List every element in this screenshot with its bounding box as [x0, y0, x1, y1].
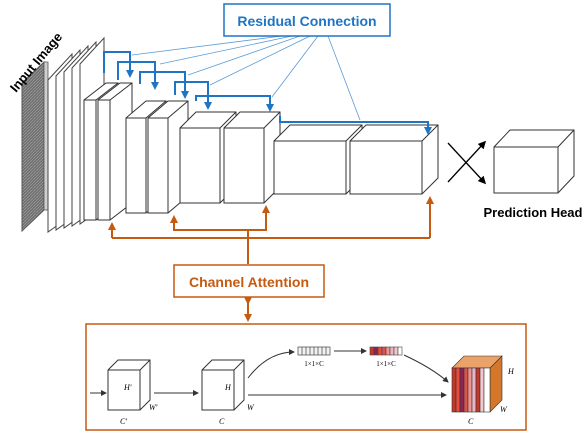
cross-arrows: [447, 140, 487, 185]
vector1-label: 1×1×C: [304, 360, 324, 368]
cube1-c-label: C': [120, 417, 127, 426]
output-c-label: C: [468, 417, 474, 426]
prediction-head-label: Prediction Head: [484, 205, 583, 220]
residual-connection-box: Residual Connection: [223, 3, 391, 37]
cube2-h-label: H: [224, 383, 232, 392]
channel-attention-label: Channel Attention: [189, 274, 309, 290]
cube1-w-label: W': [149, 403, 158, 412]
feature-cube-2: [201, 359, 245, 411]
residual-connection-label: Residual Connection: [237, 13, 376, 29]
cube2-c-label: C: [219, 417, 225, 426]
reweighted-output-cube: [451, 355, 503, 413]
attention-weights-vector: [369, 346, 403, 356]
output-h-label: H: [507, 367, 515, 376]
output-w-label: W: [500, 405, 508, 414]
cube2-w-label: W: [247, 403, 255, 412]
conv-block-4a: [273, 124, 363, 195]
vector2-label: 1×1×C: [376, 360, 396, 368]
pooled-vector: [297, 346, 331, 356]
residual-callout-lines: [131, 35, 361, 121]
cube1-h-label: H': [123, 383, 132, 392]
conv-block-4b: [349, 124, 439, 195]
channel-attention-arrows: [108, 196, 434, 322]
prediction-head-block: [493, 129, 575, 194]
conv-block-3b: [223, 111, 281, 204]
feature-cube-1: [107, 359, 151, 411]
residual-arrows: [103, 51, 432, 135]
attention-detail-panel: H' W' C' H W C 1×1×C: [85, 323, 527, 431]
channel-attention-box: Channel Attention: [173, 264, 325, 298]
